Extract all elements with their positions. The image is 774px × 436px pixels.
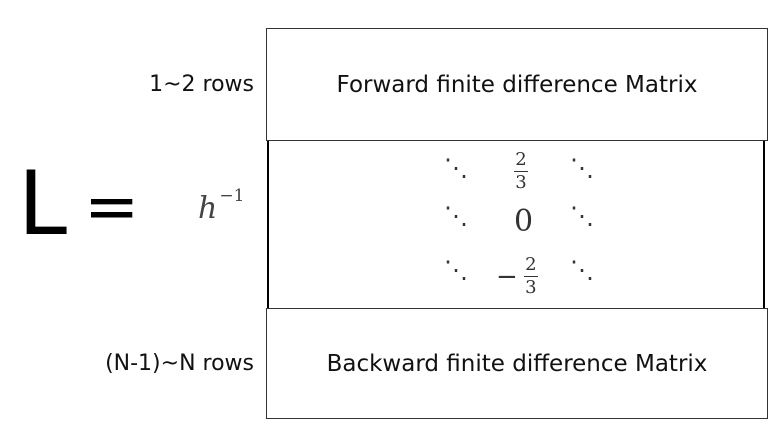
bottom-rows-label: (N-1)~N rows — [105, 351, 254, 376]
fraction-bar — [514, 171, 528, 172]
fraction-numerator: 2 — [525, 254, 537, 275]
equals-sign: = — [84, 168, 140, 245]
backward-difference-box: Backward finite difference Matrix — [266, 308, 768, 419]
matrix-ddots: ⋱ — [444, 256, 469, 284]
matrix-left-bar — [267, 141, 269, 308]
matrix-zero: 0 — [514, 204, 534, 239]
forward-difference-box: Forward finite difference Matrix — [266, 28, 768, 141]
matrix-ddots: ⋱ — [570, 154, 595, 182]
matrix-fraction-negative: − 2 3 — [496, 256, 538, 297]
factor-base: h — [198, 191, 218, 226]
backward-difference-title: Backward finite difference Matrix — [326, 350, 708, 377]
scaling-factor: h−1 — [198, 188, 244, 226]
matrix-fraction-positive: 2 3 — [514, 151, 528, 192]
fraction-numerator: 2 — [515, 149, 527, 170]
fraction-denominator: 3 — [515, 172, 527, 193]
forward-difference-title: Forward finite difference Matrix — [336, 71, 698, 98]
matrix-ddots: ⋱ — [444, 154, 469, 182]
matrix-ddots: ⋱ — [570, 202, 595, 230]
matrix-ddots: ⋱ — [444, 202, 469, 230]
matrix-ddots: ⋱ — [570, 256, 595, 284]
minus-sign: − — [496, 261, 518, 292]
negative-fraction: 2 3 — [523, 254, 538, 298]
top-rows-label: 1~2 rows — [149, 72, 254, 97]
matrix-right-bar — [763, 141, 765, 308]
lhs-symbol: L — [18, 152, 68, 255]
fraction-denominator: 3 — [525, 277, 537, 298]
fraction-bar — [523, 276, 538, 277]
factor-exponent: −1 — [219, 186, 245, 206]
